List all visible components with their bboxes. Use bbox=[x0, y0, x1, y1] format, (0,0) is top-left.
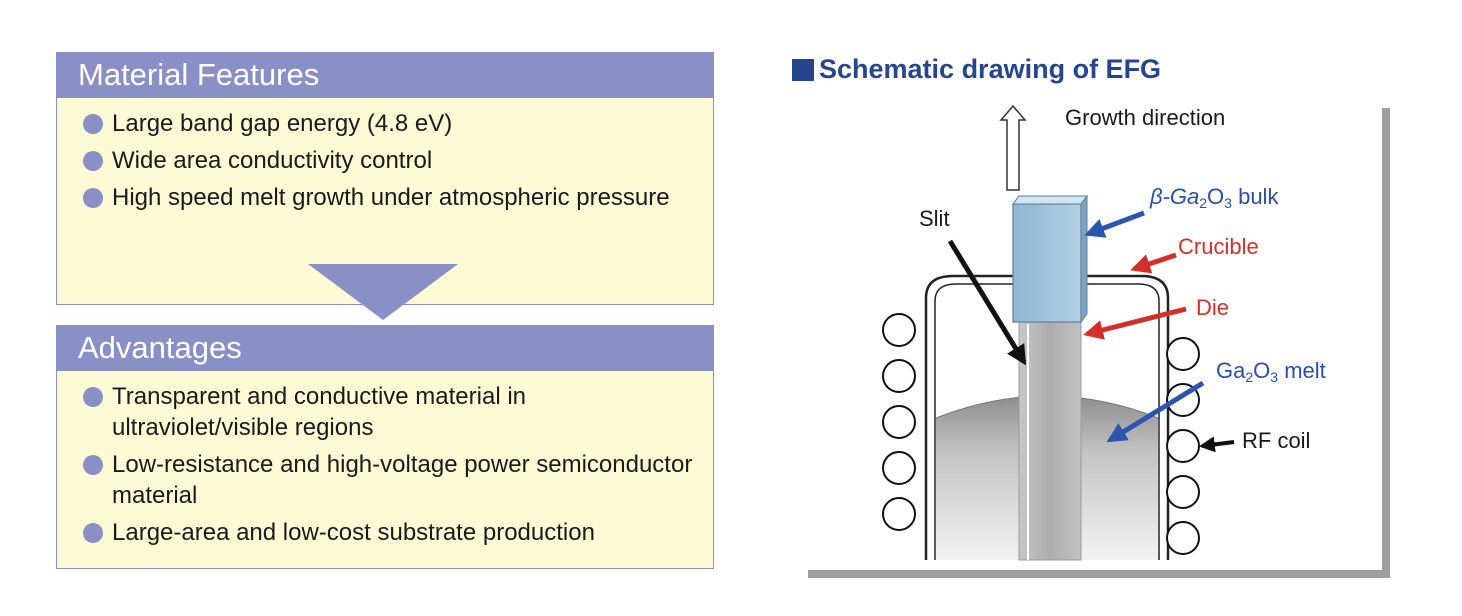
schematic-title: Schematic drawing of EFG bbox=[792, 54, 1161, 85]
bullet-dot-icon bbox=[83, 455, 103, 475]
list-item: Wide area conductivity control bbox=[83, 145, 703, 176]
coil-loop-icon bbox=[882, 451, 916, 485]
coil-loop-icon bbox=[1166, 475, 1200, 509]
coil-loop-icon bbox=[882, 405, 916, 439]
bullet-dot-icon bbox=[83, 151, 103, 171]
material-features-panel: Material Features Large band gap energy … bbox=[56, 52, 714, 305]
growth-direction-arrow-icon bbox=[999, 104, 1027, 191]
advantages-body: Transparent and conductive material in u… bbox=[56, 371, 714, 569]
bulk-label-suffix: bulk bbox=[1231, 184, 1279, 209]
bullet-dot-icon bbox=[83, 114, 103, 134]
bulk-label: β-Ga2O3 bulk bbox=[1150, 184, 1278, 210]
crystal-bulk-side bbox=[1080, 194, 1088, 324]
advantages-panel: Advantages Transparent and conductive ma… bbox=[56, 325, 714, 569]
bulk-label-mid: O bbox=[1207, 184, 1225, 209]
crystal-bulk-top bbox=[1012, 195, 1088, 205]
advantages-header: Advantages bbox=[56, 325, 714, 371]
crucible-pointer-arrow-icon bbox=[1130, 252, 1177, 274]
coil-loop-icon bbox=[882, 497, 916, 531]
material-features-body: Large band gap energy (4.8 eV) Wide area… bbox=[56, 98, 714, 305]
efg-schematic-figure: Growth direction β-Ga2O3 bulk Slit Cruci… bbox=[798, 98, 1390, 578]
die-shape bbox=[1018, 320, 1082, 561]
list-item-text: Wide area conductivity control bbox=[112, 147, 433, 174]
melt-label-mid: O bbox=[1253, 358, 1271, 383]
efg-diagram bbox=[798, 98, 1390, 578]
schematic-title-text: Schematic drawing of EFG bbox=[819, 54, 1162, 84]
coil-loop-icon bbox=[882, 359, 916, 393]
coil-loop-icon bbox=[882, 313, 916, 347]
melt-label-sub1: 2 bbox=[1245, 369, 1254, 385]
rf-coil-label: RF coil bbox=[1242, 428, 1311, 453]
melt-label-sub2: 3 bbox=[1270, 369, 1279, 385]
slit-label: Slit bbox=[919, 206, 950, 231]
rf-coil-right bbox=[1166, 337, 1200, 555]
coil-loop-icon bbox=[1166, 337, 1200, 371]
bulk-label-sub2: 3 bbox=[1224, 195, 1232, 211]
list-item: Low-resistance and high-voltage power se… bbox=[83, 449, 703, 511]
bulk-label-prefix: β-Ga bbox=[1150, 184, 1200, 209]
melt-label-prefix: Ga bbox=[1216, 358, 1246, 383]
bullet-dot-icon bbox=[83, 387, 103, 407]
bulk-label-sub1: 2 bbox=[1199, 195, 1208, 211]
list-item-text: Large-area and low-cost substrate produc… bbox=[112, 519, 595, 546]
list-item: Transparent and conductive material in u… bbox=[83, 381, 703, 443]
melt-label-suffix: melt bbox=[1278, 358, 1326, 383]
slit-pointer-arrow-icon bbox=[947, 239, 1027, 366]
die-label: Die bbox=[1196, 295, 1230, 320]
melt-label: Ga2O3 melt bbox=[1216, 358, 1326, 384]
down-arrow-icon bbox=[308, 264, 458, 320]
bulk-pointer-arrow-icon bbox=[1084, 210, 1145, 238]
crucible-label: Crucible bbox=[1178, 234, 1259, 259]
coil-loop-icon bbox=[1166, 429, 1200, 463]
bullet-dot-icon bbox=[83, 188, 103, 208]
crystal-bulk bbox=[1012, 203, 1082, 323]
die-pointer-arrow-icon bbox=[1083, 306, 1187, 340]
list-item: Large band gap energy (4.8 eV) bbox=[83, 108, 703, 139]
title-square-icon bbox=[792, 58, 814, 81]
list-item-text: High speed melt growth under atmospheric… bbox=[112, 184, 670, 211]
list-item-text: Large band gap energy (4.8 eV) bbox=[112, 110, 453, 137]
list-item-text: Low-resistance and high-voltage power se… bbox=[112, 451, 693, 509]
material-features-header: Material Features bbox=[56, 52, 714, 98]
coil-loop-icon bbox=[1166, 521, 1200, 555]
material-features-list: Large band gap energy (4.8 eV) Wide area… bbox=[83, 108, 703, 213]
list-item: High speed melt growth under atmospheric… bbox=[83, 182, 703, 213]
rf-coil-left bbox=[882, 313, 916, 531]
advantages-list: Transparent and conductive material in u… bbox=[83, 381, 703, 548]
list-item: Large-area and low-cost substrate produc… bbox=[83, 517, 703, 548]
bullet-dot-icon bbox=[83, 523, 103, 543]
growth-direction-label: Growth direction bbox=[1065, 105, 1226, 130]
melt-pointer-arrow-icon bbox=[1106, 380, 1205, 443]
rf-coil-pointer-arrow-icon bbox=[1198, 436, 1235, 453]
list-item-text: Transparent and conductive material in u… bbox=[112, 383, 526, 441]
